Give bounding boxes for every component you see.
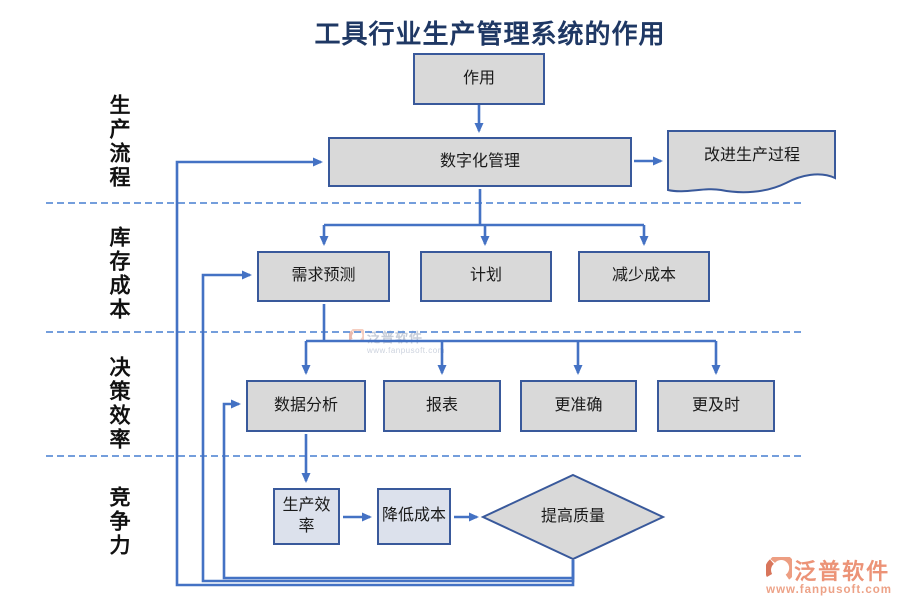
row-label-production-process: 生产流程 [107,94,131,190]
feedback-to-analysis [222,399,575,580]
node-more-timely: 更及时 [657,380,775,432]
node-improve-quality: 提高质量 [541,507,606,525]
node-lower-cost: 降低成本 [377,488,451,545]
node-more-accurate: 更准确 [520,380,637,432]
arrow-connectors [175,105,721,587]
brand-logo: 泛普软件 www.fanpusoft.com [766,554,892,596]
trunk-row3 [306,304,716,343]
document-shape [667,130,836,194]
decision-diamond [480,473,666,561]
node-digital-management: 数字化管理 [328,137,632,187]
trunk-row2 [324,189,644,227]
brand-logo-icon [766,557,793,580]
row-label-decision-efficiency: 决策效率 [107,356,131,452]
node-improve-process: 改进生产过程 [703,146,800,164]
page-title: 工具行业生产管理系统的作用 [314,20,666,49]
node-plan: 计划 [420,251,552,302]
node-reports: 报表 [383,380,501,432]
node-data-analysis: 数据分析 [246,380,366,432]
brand-name: 泛普软件 [794,559,891,584]
brand-logo-icon [349,329,364,343]
section-separator-lines [46,202,803,457]
watermark-brand-url: www.fanpusoft.com [367,346,445,355]
node-production-efficiency: 生产效率 [273,488,340,545]
node-role: 作用 [413,53,545,105]
row-label-inventory-cost: 库存成本 [107,226,131,322]
node-reduce-cost: 减少成本 [578,251,710,302]
brand-url: www.fanpusoft.com [766,584,892,596]
node-demand-forecast: 需求预测 [257,251,390,302]
row-label-competitiveness: 竞争力 [107,486,131,558]
